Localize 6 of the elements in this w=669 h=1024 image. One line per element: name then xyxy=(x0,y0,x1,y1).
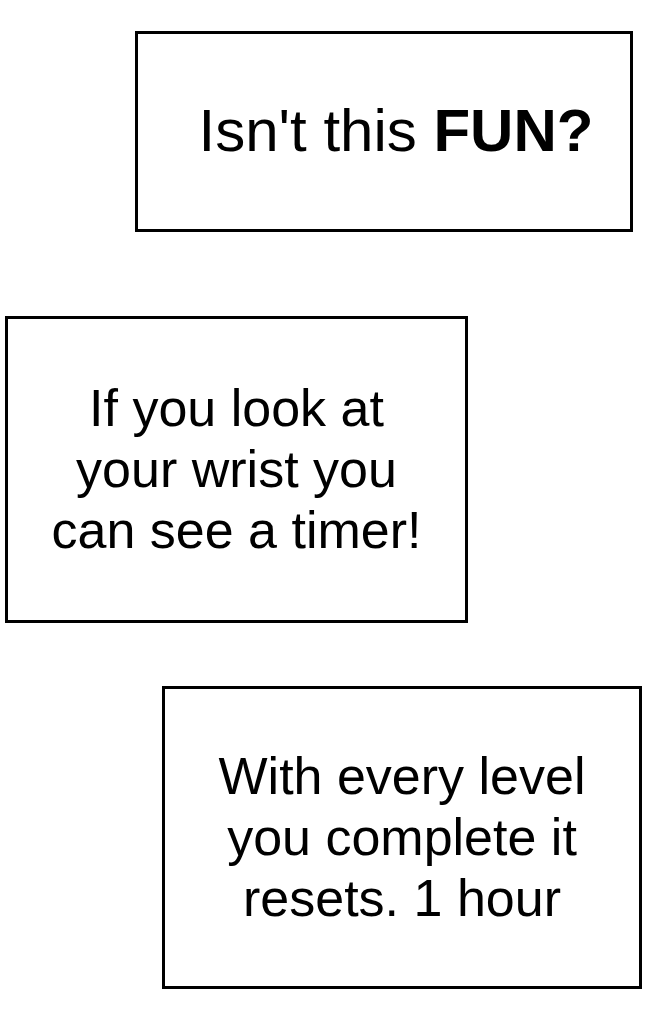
text-box xyxy=(135,31,633,232)
box-text: With every level you complete it resets. 1 hour xyxy=(217,746,587,929)
text-box xyxy=(5,316,468,623)
box-text: If you look at your wrist you can see a timer! xyxy=(50,378,423,561)
box-text: Isn't this FUN? xyxy=(198,96,594,167)
text-box xyxy=(162,686,642,989)
